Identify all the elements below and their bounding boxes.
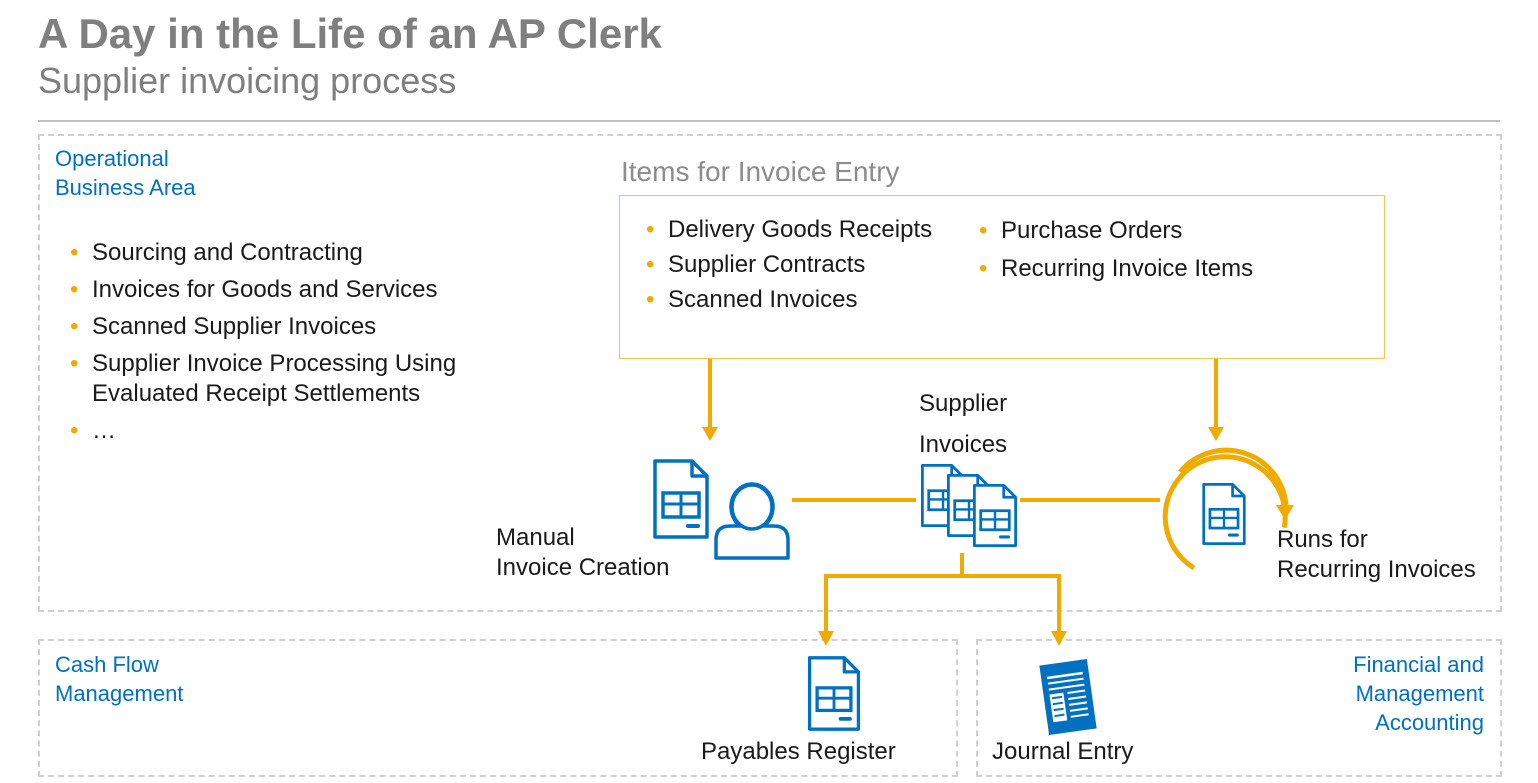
cash-flow-area-box [38, 639, 958, 777]
financial-area-label: Financial and Management Accounting [1353, 650, 1484, 737]
list-item: Invoices for Goods and Services [70, 275, 500, 305]
list-item: Supplier Invoice Processing Using Evalua… [70, 349, 500, 409]
financial-area-box [976, 639, 1502, 777]
list-item: Purchase Orders [979, 212, 1253, 250]
recurring-label-line1: Runs for [1277, 526, 1368, 553]
page-subtitle: Supplier invoicing process [38, 60, 457, 101]
operational-area-box [38, 134, 1502, 612]
header-divider [38, 120, 1500, 122]
financial-label-line3: Accounting [1375, 710, 1484, 735]
payables-register-label: Payables Register [701, 738, 896, 765]
supplier-label-line1: Supplier [919, 390, 1008, 417]
cash-flow-area-label: Cash Flow Management [55, 650, 183, 708]
arrowhead-payables [818, 631, 834, 646]
cash-flow-label-line1: Cash Flow [55, 652, 159, 677]
operational-area-label-line2: Business Area [55, 175, 196, 200]
page-title: A Day in the Life of an AP Clerk [38, 10, 662, 57]
list-item: Supplier Contracts [646, 247, 932, 282]
journal-icon [1039, 659, 1097, 735]
cash-flow-label-line2: Management [55, 681, 184, 706]
recurring-invoices-label: Runs for Recurring Invoices [1277, 525, 1476, 585]
items-for-invoice-entry-title: Items for Invoice Entry [621, 156, 900, 187]
list-item: Recurring Invoice Items [979, 250, 1253, 288]
connector-branch [824, 574, 1061, 632]
supplier-invoices-label: Supplier Invoices [919, 383, 1007, 465]
stacked-documents-icon [920, 463, 1018, 548]
items-for-invoice-entry-box [619, 195, 1385, 359]
flow-connectors [708, 359, 1218, 632]
document-icon [807, 655, 861, 732]
items-column-2: Purchase Orders Recurring Invoice Items [979, 212, 1253, 288]
operational-area-label-line1: Operational [55, 146, 169, 171]
user-icon [714, 482, 790, 560]
manual-label-line2: Invoice Creation [496, 554, 670, 581]
operational-area-label: Operational Business Area [55, 144, 196, 202]
items-column-1: Delivery Goods Receipts Supplier Contrac… [646, 212, 932, 317]
list-item: … [70, 416, 500, 446]
financial-label-line1: Financial and [1353, 652, 1484, 677]
recurring-label-line2: Recurring Invoices [1277, 556, 1476, 583]
supplier-label-line2: Invoices [919, 431, 1008, 458]
list-item: Delivery Goods Receipts [646, 212, 932, 247]
arrowhead-journal [1051, 631, 1067, 646]
manual-label-line1: Manual [496, 524, 575, 551]
arrowhead-recurring [1208, 427, 1224, 441]
journal-entry-label: Journal Entry [992, 738, 1134, 765]
operational-bullet-list: Sourcing and Contracting Invoices for Go… [70, 238, 500, 453]
list-item: Scanned Supplier Invoices [70, 312, 500, 342]
manual-invoice-creation-label: Manual Invoice Creation [496, 523, 669, 583]
list-item: Scanned Invoices [646, 282, 932, 317]
arrowheads [702, 427, 1224, 646]
list-item: Sourcing and Contracting [70, 238, 500, 268]
financial-label-line2: Management [1355, 681, 1484, 706]
arrowhead-manual [702, 427, 718, 441]
recurring-cycle-icon [1162, 447, 1294, 571]
